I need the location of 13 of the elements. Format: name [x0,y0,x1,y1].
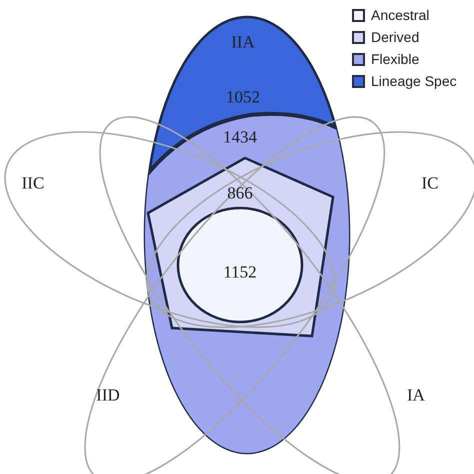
set-label: IC [421,174,438,192]
set-label: IIA [231,34,255,50]
count-label: 1052 [226,88,260,106]
count-label: 1152 [223,264,257,280]
count-label: 1434 [223,128,257,146]
legend-label: Ancestral [371,8,430,22]
legend-label: Derived [371,30,420,44]
legend-label: Lineage Spec [371,74,457,88]
set-label: IID [96,386,120,404]
legend-label: Flexible [371,52,420,66]
set-label: IIC [22,174,44,192]
count-label: 866 [227,184,253,202]
set-label: IA [407,386,425,404]
